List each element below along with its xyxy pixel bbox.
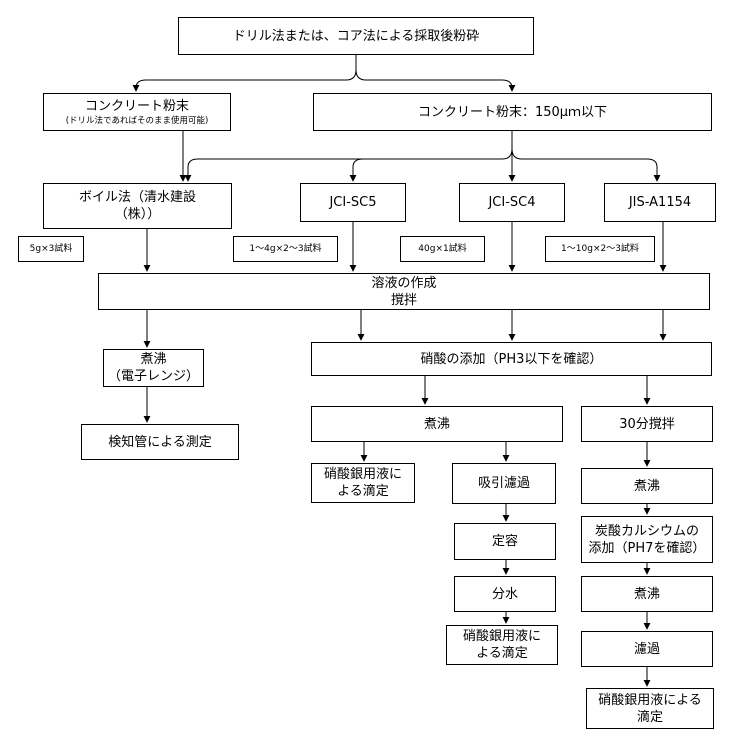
calcium-node: 炭酸カルシウムの 添加（PH7を確認） [581,516,713,563]
jci-sc4-node: JCI-SC4 [459,183,565,222]
boil-a-label: 煮沸 [423,416,450,432]
boil-method-label-2: （株）） [114,207,161,222]
volume-node: 定容 [454,523,556,560]
volume-label: 定容 [491,534,518,549]
powder-left-note: (ドリル法であればそのまま使用可能) [65,115,209,126]
top-node-sampling: ドリル法または、コア法による採取後粉砕 [178,17,534,55]
boil-b-label: 煮沸 [633,478,660,494]
detector-label: 検知管による測定 [108,434,212,450]
titration-c-node: 硝酸銀用液による 滴定 [586,688,714,729]
jis-node: JIS-A1154 [604,183,716,222]
powder-right-label: コンクリート粉末：150μｍ以下 [417,104,608,120]
stir30-node: 30分撹拌 [581,406,713,442]
titration-b-label-2: よる滴定 [476,646,528,661]
jci-sc5-node: JCI-SC5 [300,183,406,222]
boil-micro-label-1: 煮沸 [140,352,167,367]
boil-micro-label-2: （電子レンジ） [107,369,199,384]
sample-tag-sc5: 1～4g×2～3試料 [233,236,338,262]
jis-label: JIS-A1154 [628,195,692,210]
solution-label-1: 溶液の作成 [371,275,437,291]
titration-b-node: 硝酸銀用液に よる滴定 [446,625,558,665]
divide-label: 分水 [491,586,518,602]
titration-c-label-1: 硝酸銀用液による [598,692,702,708]
nitric-add-label: 硝酸の添加（PH3以下を確認） [420,351,603,367]
edge-top-split [132,55,357,92]
solution-label-2: 撹拌 [390,292,417,308]
titration-b-label-1: 硝酸銀用液に [462,629,541,644]
boil-method-node: ボイル法（清水建設 （株）） [43,183,232,229]
filter-node: 濾過 [581,631,713,667]
boil-c-node: 煮沸 [581,576,713,612]
boil-b-node: 煮沸 [581,468,713,504]
powder-left-node: コンクリート粉末 (ドリル法であればそのまま使用可能) [43,93,231,131]
sample-tag-boil: 5g×3試料 [18,236,84,262]
boil-a-node: 煮沸 [311,406,563,442]
boil-microwave-node: 煮沸 （電子レンジ） [103,349,204,387]
jci-sc4-label: JCI-SC4 [488,195,536,210]
sample-tag-sc4: 40g×1試料 [400,236,485,262]
sample-tag-jis: 1～10g×2～3試料 [545,236,655,262]
solution-node: 溶液の作成 撹拌 [98,273,710,310]
titration-a-node: 硝酸銀用液に よる滴定 [311,463,415,503]
boil-method-label-1: ボイル法（清水建設 [78,190,196,205]
titration-c-label-2: 滴定 [636,709,663,725]
suction-node: 吸引濾過 [452,463,556,504]
powder-left-label: コンクリート粉末 [84,98,189,114]
suction-label: 吸引濾過 [477,476,530,491]
detector-node: 検知管による測定 [81,424,239,460]
titration-a-label-2: よる滴定 [337,484,389,499]
calcium-label-2: 添加（PH7を確認） [588,540,706,556]
calcium-label-1: 炭酸カルシウムの [594,523,699,539]
top-node-label: ドリル法または、コア法による採取後粉砕 [232,28,480,44]
edge-powder-split [184,131,513,182]
titration-a-label-1: 硝酸銀用液に [323,467,402,482]
boil-c-label: 煮沸 [633,586,660,602]
stir30-label: 30分撹拌 [619,416,675,432]
divide-node: 分水 [454,576,556,612]
nitric-add-node: 硝酸の添加（PH3以下を確認） [311,342,712,376]
powder-right-node: コンクリート粉末：150μｍ以下 [313,93,712,131]
filter-label: 濾過 [633,641,660,657]
jci-sc5-label: JCI-SC5 [329,195,377,210]
